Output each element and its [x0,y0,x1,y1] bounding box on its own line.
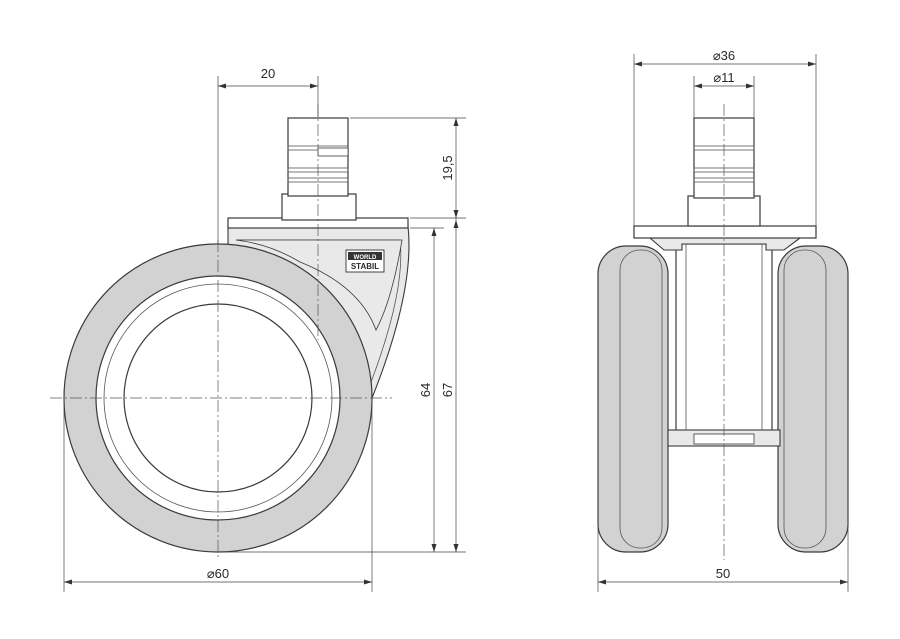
front-top-plate [633,225,817,239]
front-bracket [648,237,802,251]
right-wheel-face [783,249,827,549]
dim-stem-diameter: ⌀11 [713,70,734,85]
dim-stem-height: 19,5 [440,155,455,180]
brand-logo: WORLD STABIL [345,249,385,273]
logo-text-top: WORLD [354,255,377,261]
side-view: WORLD STABIL 20 19,5 [50,66,466,592]
dim-height-wheel: 64 [418,383,433,397]
dim-stem-offset: 20 [261,66,275,81]
right-wheel-tread [777,245,849,553]
dim-height-total: 67 [440,383,455,397]
stem-side [281,117,357,221]
dim-wheel-diameter: ⌀60 [207,566,229,581]
left-wheel-face [619,249,663,549]
logo-text-bottom: STABIL [351,262,379,271]
left-wheel-tread [597,245,669,553]
front-view: ⌀36 ⌀11 50 [597,48,849,592]
dim-plate-diameter: ⌀36 [713,48,735,63]
dim-overall-width: 50 [716,566,730,581]
